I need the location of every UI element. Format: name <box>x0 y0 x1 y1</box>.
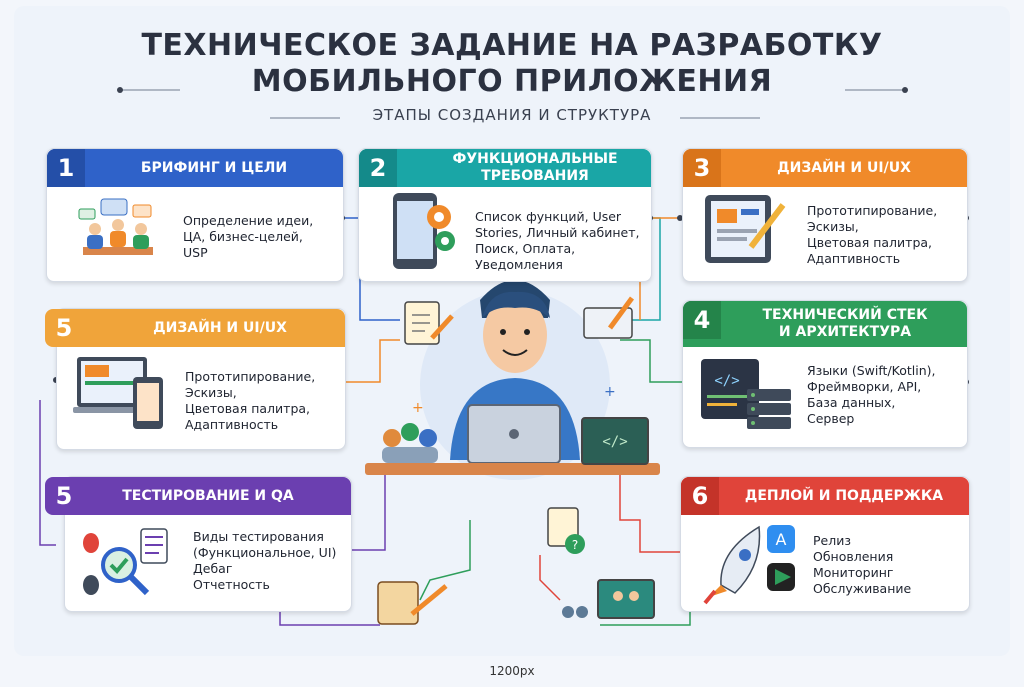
card-header: ДЕПЛОЙ И ПОДДЕРЖКА <box>681 477 969 515</box>
svg-text:?: ? <box>572 538 578 552</box>
card-line: Виды тестирования <box>193 529 324 544</box>
card-title-line: ТЕХНИЧЕСКИЙ СТЕК <box>762 307 928 323</box>
title-line-1: ТЕХНИЧЕСКОЕ ЗАДАНИЕ НА РАЗРАБОТКУ <box>141 28 883 63</box>
card-header: ФУНКЦИОНАЛЬНЫЕ ТРЕБОВАНИЯ <box>359 149 651 187</box>
phone-gears-icon <box>393 193 455 269</box>
code-server-icon: </> <box>701 359 791 429</box>
card-line: Обслуживание <box>813 581 912 596</box>
card-line: Прототипирование, <box>185 369 316 384</box>
svg-text:</>: </> <box>602 434 627 450</box>
svg-text:A: A <box>776 530 787 549</box>
card-header: ТЕХНИЧЕСКИЙ СТЕК И АРХИТЕКТУРА <box>683 301 967 347</box>
card-functional-requirements: ФУНКЦИОНАЛЬНЫЕ ТРЕБОВАНИЯ 2 Список функц… <box>358 148 652 282</box>
card-line: ЦА, бизнес-целей, <box>183 229 303 244</box>
card-line: Отчетность <box>193 577 270 592</box>
card-line: Фреймворки, API, <box>807 379 922 394</box>
tablet-pen-icon <box>705 195 786 263</box>
card-title-line: ФУНКЦИОНАЛЬНЫЕ <box>452 151 618 167</box>
card-line: Поиск, Оплата, <box>475 241 576 256</box>
card-title-line: И АРХИТЕКТУРА <box>778 324 912 340</box>
title-line-2: МОБИЛЬНОГО ПРИЛОЖЕНИЯ <box>251 64 773 99</box>
card-line: Мониторинг <box>813 565 894 580</box>
bug-magnifier-icon <box>83 528 168 596</box>
page-title: ТЕХНИЧЕСКОЕ ЗАДАНИЕ НА РАЗРАБОТКУ МОБИЛЬ… <box>0 28 1024 100</box>
card-number: 6 <box>681 477 719 515</box>
card-tech-stack: ТЕХНИЧЕСКИЙ СТЕК И АРХИТЕКТУРА 4 </> Язы… <box>682 300 968 448</box>
card-line: Stories, Личный кабинет, <box>475 225 640 240</box>
card-title: БРИФИНГ И ЦЕЛИ <box>140 159 288 176</box>
card-number: 3 <box>683 149 721 187</box>
card-line: Адаптивность <box>185 417 279 432</box>
card-design-ux-top: ДИЗАЙН И UI/UX 3 Прототипирование, Эскиз… <box>682 148 968 282</box>
card-line: Определение идеи, <box>183 213 314 228</box>
card-header: ТЕСТИРОВАНИЕ И QA <box>65 477 351 515</box>
card-title: ДИЗАЙН И UI/UX <box>777 159 911 176</box>
card-line: Список функций, User <box>475 209 622 224</box>
card-line: Цветовая палитра, <box>185 401 311 416</box>
card-line: Адаптивность <box>807 251 901 266</box>
card-deploy-support: ДЕПЛОЙ И ПОДДЕРЖКА 6 A Релиз Обновления … <box>680 476 970 612</box>
card-line: База данных, <box>807 395 896 410</box>
card-line: USP <box>183 245 208 260</box>
card-line: Прототипирование, <box>807 203 938 218</box>
team-meeting-icon <box>78 198 153 255</box>
svg-text:+: + <box>412 400 424 416</box>
card-line: Сервер <box>807 411 855 426</box>
card-number: 4 <box>683 301 721 339</box>
card-number: 5 <box>45 309 83 347</box>
svg-text:+: + <box>604 384 616 400</box>
card-line: Релиз <box>813 533 851 548</box>
card-testing-qa: ТЕСТИРОВАНИЕ И QA 5 Виды тестирования (Ф… <box>45 476 352 612</box>
card-design-ux-left: ДИЗАЙН И UI/UX 5 Прототипирование, Эскиз… <box>45 308 346 450</box>
card-line: Цветовая палитра, <box>807 235 933 250</box>
card-line: (Функциональное, UI) <box>193 545 337 560</box>
card-title: ДИЗАЙН И UI/UX <box>153 319 287 336</box>
card-header: ДИЗАЙН И UI/UX <box>57 309 345 347</box>
card-line: Обновления <box>813 549 894 564</box>
svg-text:</>: </> <box>714 373 739 389</box>
card-line: Дебаг <box>193 561 233 576</box>
card-title: ДЕПЛОЙ И ПОДДЕРЖКА <box>744 487 944 504</box>
card-line: Эскизы, <box>185 385 237 400</box>
devices-icon <box>73 357 163 429</box>
card-header: БРИФИНГ И ЦЕЛИ <box>47 149 343 187</box>
footer-size-label: 1200px <box>489 664 535 678</box>
card-line: Эскизы, <box>807 219 859 234</box>
rocket-stores-icon: A <box>703 525 795 605</box>
card-number: 2 <box>359 149 397 187</box>
page-subtitle: ЭТАПЫ СОЗДАНИЯ И СТРУКТУРА <box>372 106 652 124</box>
card-header: ДИЗАЙН И UI/UX <box>683 149 967 187</box>
card-number: 5 <box>45 477 83 515</box>
card-title-line: ТРЕБОВАНИЯ <box>481 168 589 184</box>
card-number: 1 <box>47 149 85 187</box>
card-line: Уведомления <box>475 257 563 272</box>
card-line: Языки (Swift/Kotlin), <box>807 363 936 378</box>
card-title: ТЕСТИРОВАНИЕ И QA <box>122 487 294 504</box>
card-briefing: БРИФИНГ И ЦЕЛИ 1 Определение идеи, ЦА, б… <box>46 148 344 282</box>
